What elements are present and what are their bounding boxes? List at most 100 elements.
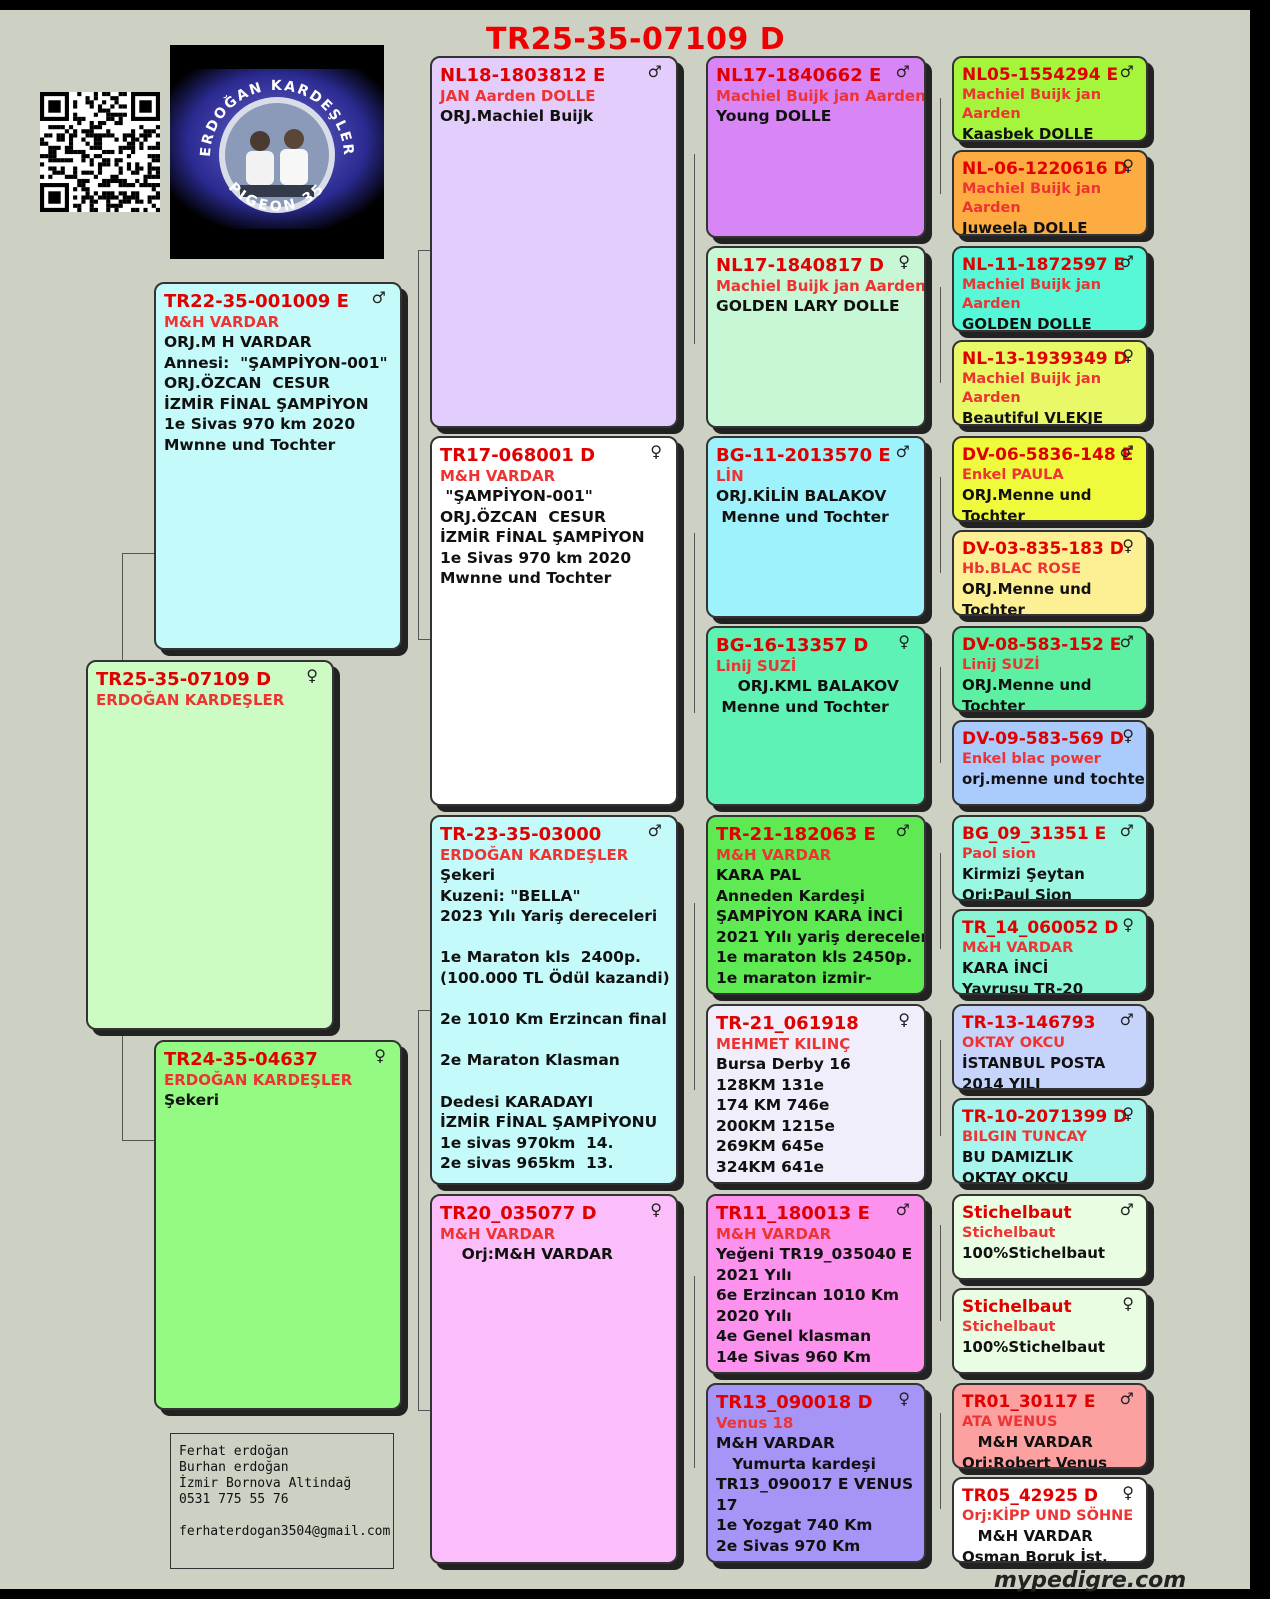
pedigree-card-gen4[interactable]: ♀ NL17-1840817 D Machiel Buijk jan Aarde… [706,246,926,428]
male-icon: ♂ [1119,1389,1134,1408]
pedigree-card-gen5[interactable]: ♀ TR_14_060052 D M&H VARDAR KARA İNCİ Ya… [952,909,1148,995]
pedigree-card-sire-sire[interactable]: ♂ NL18-1803812 E JAN Aarden DOLLE ORJ.Ma… [430,56,678,428]
ring-number: TR24-35-04637 [164,1049,318,1070]
breeder-name: Machiel Buijk jan Aarden [962,371,1102,406]
ring-number: TR20_035077 D [440,1203,597,1224]
breeder-name: ERDOĞAN KARDEŞLER [96,691,285,709]
pedigree-card-gen5[interactable]: ♀ Stichelbaut Stichelbaut 100%Stichelbau… [952,1288,1148,1374]
breeder-name: Machiel Buijk jan Aarden [716,277,926,295]
female-icon: ♀ [898,1010,910,1029]
ring-number: NL18-1803812 E [440,65,606,86]
contact-line: İzmir Bornova Altindağ [179,1476,352,1491]
bottom-black-bar [0,1589,1250,1599]
top-black-bar [0,0,1270,10]
breeder-name: Paol sion [962,846,1036,862]
pedigree-card-gen5[interactable]: ♀ TR-10-2071399 D BILGIN TUNCAY BU DAMIZ… [952,1098,1148,1184]
male-icon: ♂ [647,62,662,81]
site-footer-link[interactable]: mypedigre.com [994,1568,1187,1593]
female-icon: ♀ [1122,156,1134,175]
ring-number: BG_09_31351 E [962,824,1107,844]
pedigree-card-gen5[interactable]: ♂ DV-08-583-152 E Linij SUZİ ORJ.Menne u… [952,626,1148,712]
pedigree-card-dam-sire[interactable]: ♂ TR-23-35-03000 ERDOĞAN KARDEŞLER Şeker… [430,815,678,1185]
connector-line [940,667,941,763]
description: orj.menne und tochter [962,770,1148,788]
ring-number: NL05-1554294 E [962,65,1119,85]
pedigree-card-gen5[interactable]: ♂ BG_09_31351 E Paol sion Kirmizi Şeytan… [952,815,1148,901]
ring-number: NL-11-1872597 E [962,255,1126,275]
female-icon: ♀ [1122,1104,1134,1123]
pedigree-card-dam[interactable]: ♀ TR24-35-04637 ERDOĞAN KARDEŞLER Şekeri [154,1040,402,1410]
pedigree-card-gen5[interactable]: ♀ TR05_42925 D Orj:KİPP UND SÖHNE M&H VA… [952,1477,1148,1563]
pedigree-card-gen4[interactable]: ♂ NL17-1840662 E Machiel Buijk jan Aarde… [706,56,926,238]
pedigree-card-gen5[interactable]: ♂ DV-06-5836-148 E Enkel PAULA ORJ.Menne… [952,436,1148,522]
male-icon: ♂ [1119,821,1134,840]
pedigree-card-gen5[interactable]: ♂ Stichelbaut Stichelbaut 100%Stichelbau… [952,1194,1148,1280]
pedigree-card-gen5[interactable]: ♀ NL-06-1220616 D Machiel Buijk jan Aard… [952,150,1148,236]
pedigree-card-gen5[interactable]: ♀ DV-03-835-183 D Hb.BLAC ROSE ORJ.Menne… [952,530,1148,616]
female-icon: ♀ [1122,346,1134,365]
svg-text:PIGEON 35: PIGEON 35 [225,180,329,215]
male-icon: ♂ [895,1200,910,1219]
logo-text: ERDOĞAN KARDEŞLER PIGEON 35 [198,78,354,215]
breeder-name: ERDOĞAN KARDEŞLER [164,1071,353,1089]
pedigree-card-gen4[interactable]: ♀ TR-21_061918 MEHMET KILINÇ Bursa Derby… [706,1004,926,1184]
male-icon: ♂ [1119,1200,1134,1219]
pedigree-card-gen4[interactable]: ♀ TR13_090018 D Venus 18 M&H VARDAR Yumu… [706,1383,926,1563]
qr-code[interactable] [40,92,160,212]
description: Juweela DOLLE [962,219,1088,236]
ring-number: DV-09-583-569 D [962,729,1124,749]
description: M&H VARDAR Yumurta kardeşi TR13_090017 E… [716,1434,914,1555]
description: KARA İNCİ Yavrusu TR-20 [962,959,1084,995]
logo: ERDOĞAN KARDEŞLER PIGEON 35 [170,45,384,259]
description: ORJ.Menne und Tochter [962,486,1092,522]
description: Şekeri Kuzeni: "BELLA" 2023 Yılı Yariş d… [440,866,670,1173]
pedigree-card-gen4[interactable]: ♂ TR-21-182063 E M&H VARDAR KARA PAL Ann… [706,815,926,995]
ring-number: TR05_42925 D [962,1486,1099,1506]
pedigree-card-gen5[interactable]: ♂ NL05-1554294 E Machiel Buijk jan Aarde… [952,56,1148,142]
connector-line [940,1413,941,1509]
ring-number: TR11_180013 E [716,1203,870,1224]
pedigree-card-gen4[interactable]: ♂ TR11_180013 E M&H VARDAR Yeğeni TR19_0… [706,1194,926,1374]
connector-line [940,1225,941,1321]
pedigree-card-subject[interactable]: ♀ TR25-35-07109 D ERDOĞAN KARDEŞLER [86,660,334,1030]
pedigree-card-dam-dam[interactable]: ♀ TR20_035077 D M&H VARDAR Orj:M&H VARDA… [430,1194,678,1564]
connector-line [694,903,695,1090]
pedigree-card-gen4[interactable]: ♀ BG-16-13357 D Linij SUZİ ORJ.KML BALAK… [706,626,926,806]
pedigree-card-gen5[interactable]: ♀ DV-09-583-569 D Enkel blac power orj.m… [952,720,1148,806]
description: ORJ.KİLİN BALAKOV Menne und Tochter [716,487,889,526]
male-icon: ♂ [895,442,910,461]
breeder-name: Machiel Buijk jan Aarden [962,181,1102,216]
ring-number: TR25-35-07109 D [96,669,272,690]
qr-code-icon [40,92,160,212]
breeder-name: Hb.BLAC ROSE [962,561,1082,577]
description: "ŞAMPİYON-001" ORJ.ÖZCAN CESUR İZMİR FİN… [440,487,645,588]
connector-line [418,639,430,640]
breeder-name: Machiel Buijk jan Aarden [962,277,1102,312]
pedigree-card-gen5[interactable]: ♂ TR-13-146793 OKTAY OKCU İSTANBUL POSTA… [952,1004,1148,1090]
ring-number: TR-21-182063 E [716,824,876,845]
pedigree-card-gen5[interactable]: ♂ NL-11-1872597 E Machiel Buijk jan Aard… [952,246,1148,332]
ring-number: TR-21_061918 [716,1013,859,1034]
description: Yeğeni TR19_035040 E 2021 Yılı 6e Erzinc… [716,1245,913,1366]
pedigree-card-sire-dam[interactable]: ♀ TR17-068001 D M&H VARDAR "ŞAMPİYON-001… [430,436,678,806]
pedigree-card-gen5[interactable]: ♀ NL-13-1939349 D Machiel Buijk jan Aard… [952,340,1148,426]
male-icon: ♂ [895,62,910,81]
connector-line [418,250,430,251]
breeder-name: Linij SUZİ [962,657,1040,673]
pedigree-card-gen5[interactable]: ♂ TR01_30117 E ATA WENUS M&H VARDAR Orj:… [952,1383,1148,1469]
connector-line [940,853,941,949]
female-icon: ♀ [898,252,910,271]
contact-email[interactable]: ferhaterdogan3504@gmail.com [179,1524,391,1539]
contact-box: Ferhat erdoğan Burhan erdoğan İzmir Born… [170,1433,394,1569]
connector-line [694,1276,695,1468]
description: Kirmizi Şeytan Orj:Paul Sion [962,865,1085,901]
pedigree-card-gen4[interactable]: ♂ BG-11-2013570 E LİN ORJ.KİLİN BALAKOV … [706,436,926,618]
female-icon: ♀ [1122,1483,1134,1502]
breeder-name: JAN Aarden DOLLE [440,87,596,105]
contact-line: Burhan erdoğan [179,1460,289,1475]
female-icon: ♀ [1122,1294,1134,1313]
ring-number: TR_14_060052 D [962,918,1119,938]
breeder-name: Stichelbaut [962,1225,1056,1241]
breeder-name: M&H VARDAR [716,846,832,864]
pedigree-card-sire[interactable]: ♂ TR22-35-001009 E M&H VARDAR ORJ.M H VA… [154,282,402,650]
